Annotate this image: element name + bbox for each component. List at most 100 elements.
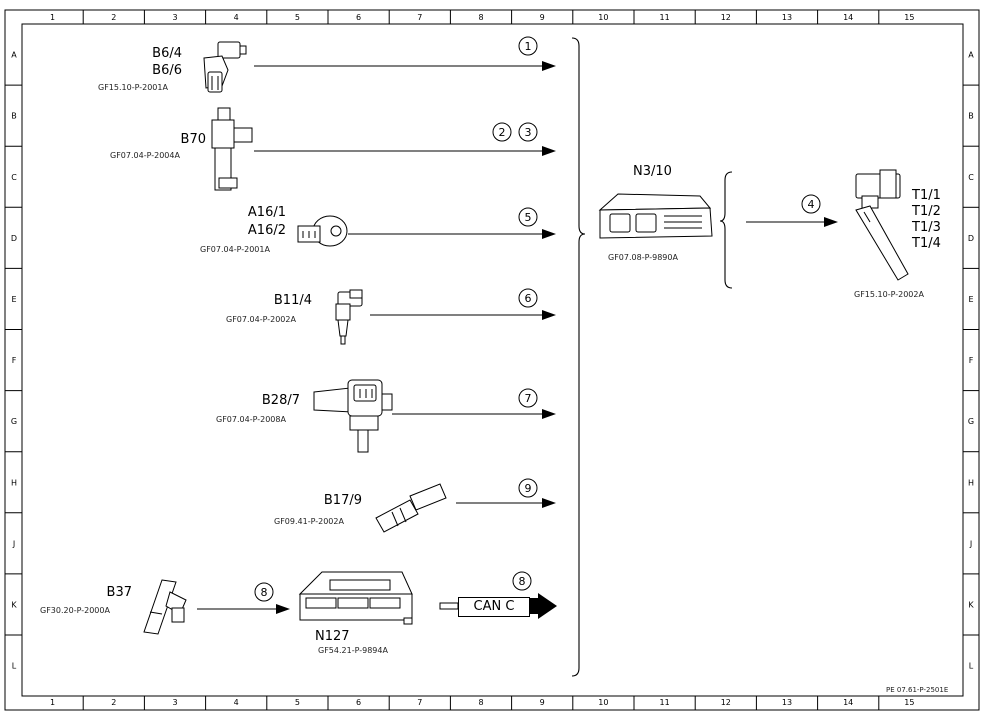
grid-column-label: 6	[356, 13, 361, 22]
arrow-heads	[276, 61, 838, 614]
grid-row-label: F	[12, 356, 17, 365]
grid-column-label: 8	[478, 13, 483, 22]
knock-sensor-icon	[297, 215, 348, 247]
ref-n3-10: GF07.08-P-9890A	[608, 253, 678, 262]
label-t1-2: T1/2	[912, 204, 941, 219]
signal-number-8-pedal: 8	[261, 586, 268, 599]
grid-column-label: 8	[478, 698, 483, 707]
grid-row-label: J	[12, 539, 15, 548]
signal-number-5: 5	[525, 211, 532, 224]
label-a16-1: A16/1	[247, 205, 286, 220]
grid-column-label: 7	[417, 698, 422, 707]
grid-row-label: C	[11, 173, 17, 182]
grid-row-label: A	[968, 51, 974, 60]
ref-a16: GF07.04-P-2001A	[200, 245, 270, 254]
grid-reference-labels: 1122334455667788991010111112121313141415…	[5, 10, 979, 710]
grid-row-label: L	[12, 662, 17, 671]
gateway-module-icon	[298, 571, 413, 625]
grid-row-label: K	[968, 600, 974, 609]
document-reference: PE 07.61-P-2501E	[886, 686, 949, 694]
grid-column-label: 4	[234, 13, 239, 22]
grid-column-label: 15	[904, 13, 914, 22]
grid-row-label: C	[968, 173, 974, 182]
grid-column-label: 9	[540, 698, 545, 707]
grid-row-label: B	[11, 112, 17, 121]
signal-number-4: 4	[808, 198, 815, 211]
signal-number-1: 1	[525, 40, 532, 53]
grid-column-label: 3	[172, 698, 177, 707]
label-b6-4: B6/4	[152, 46, 182, 61]
grid-column-label: 7	[417, 13, 422, 22]
grid-column-label: 5	[295, 13, 300, 22]
ignition-coil-icon	[855, 169, 909, 281]
grid-row-label: K	[11, 600, 17, 609]
can-c-label: CAN C	[458, 597, 530, 617]
signal-number-9: 9	[525, 482, 532, 495]
grid-row-label: E	[11, 295, 16, 304]
label-b70: B70	[180, 132, 206, 147]
label-a16-2: A16/2	[247, 223, 286, 238]
ref-b17-9: GF09.41-P-2002A	[274, 517, 344, 526]
grid-column-label: 9	[540, 13, 545, 22]
grid-row-label: J	[969, 539, 972, 548]
engine-control-unit-icon	[598, 193, 713, 239]
brace-output	[719, 171, 733, 289]
label-n3-10: N3/10	[633, 164, 672, 179]
label-b28-7: B28/7	[261, 393, 300, 408]
grid-column-label: 14	[843, 13, 853, 22]
grid-row-label: D	[968, 234, 974, 243]
temperature-sensor-icon	[375, 483, 447, 533]
grid-column-label: 12	[721, 698, 731, 707]
signal-number-6: 6	[525, 292, 532, 305]
ref-b11-4: GF07.04-P-2002A	[226, 315, 296, 324]
grid-column-label: 2	[111, 13, 116, 22]
label-t1-4: T1/4	[912, 236, 941, 251]
signal-number-8-can: 8	[519, 575, 526, 588]
coolant-temp-sensor-icon	[335, 289, 363, 345]
grid-column-label: 13	[782, 698, 792, 707]
grid-column-label: 1	[50, 698, 55, 707]
label-b6-6: B6/6	[152, 63, 182, 78]
grid-column-label: 15	[904, 698, 914, 707]
signal-lines	[197, 37, 830, 677]
label-t1-1: T1/1	[912, 188, 941, 203]
label-b17-9: B17/9	[323, 493, 362, 508]
ref-b28-7: GF07.04-P-2008A	[216, 415, 286, 424]
grid-column-label: 4	[234, 698, 239, 707]
label-b37: B37	[106, 585, 132, 600]
camshaft-sensor-icon	[203, 41, 247, 93]
grid-column-label: 11	[660, 13, 670, 22]
ref-b70: GF07.04-P-2004A	[110, 151, 180, 160]
grid-column-label: 10	[598, 13, 608, 22]
can-bus-arrow	[439, 593, 557, 619]
grid-column-label: 5	[295, 698, 300, 707]
grid-row-label: L	[969, 662, 974, 671]
signal-number-3: 3	[525, 126, 532, 139]
signal-number-2: 2	[499, 126, 506, 139]
grid-column-label: 3	[172, 13, 177, 22]
ref-b6: GF15.10-P-2001A	[98, 83, 168, 92]
grid-row-label: A	[11, 51, 17, 60]
grid-column-label: 13	[782, 13, 792, 22]
ref-n127: GF54.21-P-9894A	[318, 646, 388, 655]
grid-row-label: H	[11, 478, 17, 487]
grid-row-label: G	[11, 417, 17, 426]
grid-column-label: 6	[356, 698, 361, 707]
grid-row-label: D	[11, 234, 17, 243]
label-n127: N127	[315, 629, 350, 644]
label-b11-4: B11/4	[273, 293, 312, 308]
signal-number-7: 7	[525, 392, 532, 405]
label-t1-3: T1/3	[912, 220, 941, 235]
brace-inputs	[571, 37, 586, 677]
grid-row-label: B	[968, 112, 974, 121]
drawing-frame	[4, 9, 980, 711]
signal-circles	[254, 36, 821, 602]
pressure-sensor-icon	[313, 379, 393, 453]
ref-b37: GF30.20-P-2000A	[40, 606, 110, 615]
grid-column-label: 12	[721, 13, 731, 22]
grid-row-label: F	[969, 356, 974, 365]
grid-row-label: G	[968, 417, 974, 426]
grid-column-label: 2	[111, 698, 116, 707]
grid-column-label: 1	[50, 13, 55, 22]
accelerator-pedal-icon	[143, 579, 187, 635]
